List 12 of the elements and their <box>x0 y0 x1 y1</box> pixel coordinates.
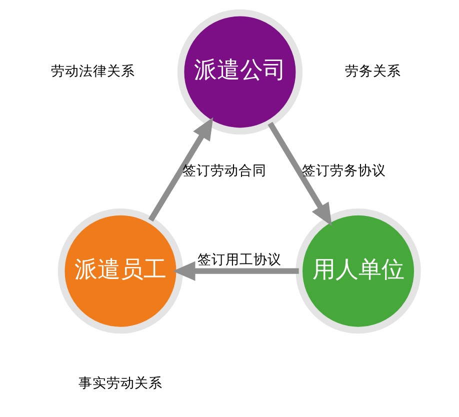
label: 劳务关系 <box>344 63 401 80</box>
edge-label: 签订用工协议 <box>196 252 281 268</box>
arrow <box>148 117 213 222</box>
arrow <box>172 261 298 281</box>
edge-label: 签订劳务协议 <box>302 163 386 180</box>
node-circle: 用人单位 <box>295 208 420 334</box>
label: 劳动法律关系 <box>50 63 135 80</box>
node-circle: 派遣员工 <box>57 208 183 334</box>
node-circle: 派遣公司 <box>176 9 302 135</box>
label: 事实劳动关系 <box>78 375 162 392</box>
arrow <box>267 122 332 226</box>
edge-label: 签订劳动合同 <box>182 163 266 180</box>
